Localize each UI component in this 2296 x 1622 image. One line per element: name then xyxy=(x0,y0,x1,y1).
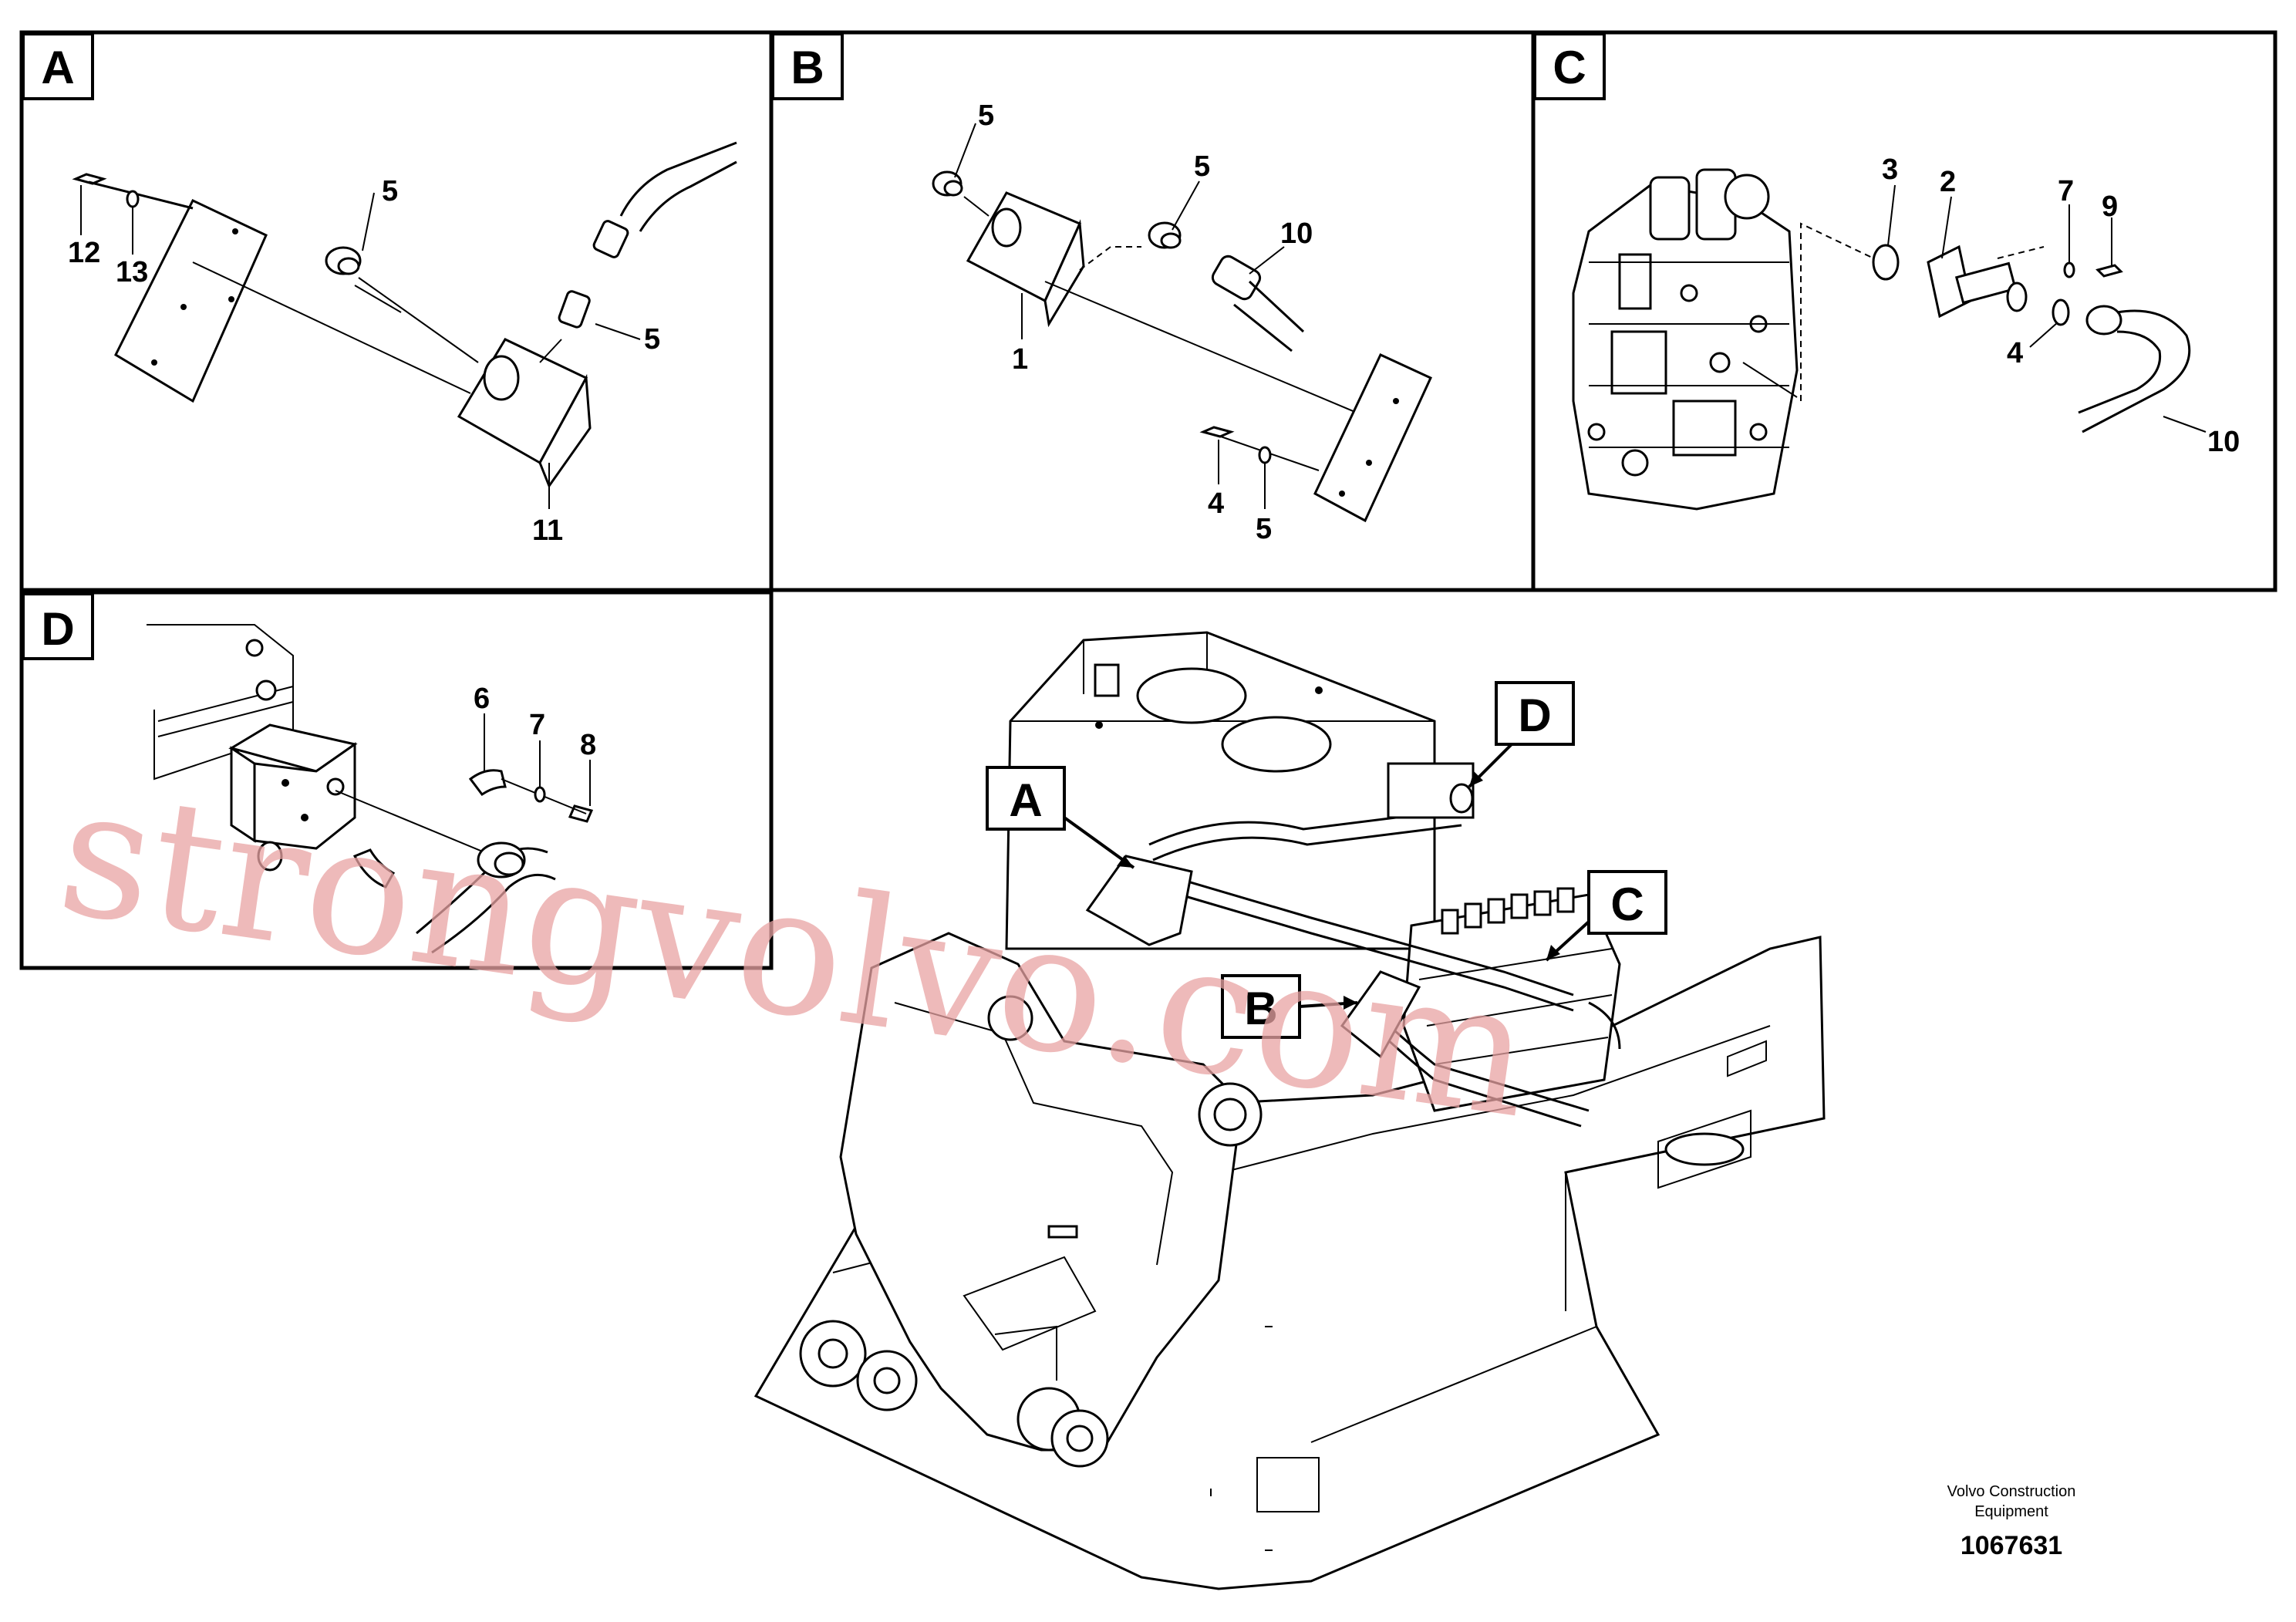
callout-a-12: 12 xyxy=(68,237,100,269)
callout-b-5-top: 5 xyxy=(978,99,994,132)
panel-a-tab: A xyxy=(22,32,94,100)
overview-drawing: A B C D xyxy=(754,631,1826,1590)
panel-c-label: C xyxy=(1553,42,1586,93)
footer-company-line2: Equipment xyxy=(1974,1503,2048,1520)
panel-c-drawing: 3 2 7 9 4 10 xyxy=(1572,153,2240,511)
panel-b-label: B xyxy=(791,42,824,93)
mounting-plate xyxy=(114,199,268,403)
callout-b-10: 10 xyxy=(1280,218,1313,250)
footer-company-line1: Volvo Construction xyxy=(1947,1483,2076,1500)
overview-tag-d: D xyxy=(1468,681,1575,788)
panel-b-drawing: 5 5 10 1 4 5 xyxy=(932,99,1432,545)
flange-fitting xyxy=(1927,244,2028,319)
main-control-valve xyxy=(1402,887,1621,1112)
callout-d-6: 6 xyxy=(474,683,490,715)
panel-c-tab: C xyxy=(1533,32,1606,100)
overview-tag-b: B xyxy=(1221,974,1358,1039)
clamp-half-upper xyxy=(468,769,507,797)
footer: Volvo Construction Equipment 1067631 xyxy=(1947,1483,2076,1560)
panel-b-tab: B xyxy=(771,32,844,100)
panel-c-frame xyxy=(1531,30,2277,592)
clamp-half-lower xyxy=(352,848,396,889)
callout-c-2: 2 xyxy=(1940,166,1956,198)
callout-c-9: 9 xyxy=(2102,191,2118,223)
callout-b-5-bottom: 5 xyxy=(1256,513,1272,545)
callout-a-5-right: 5 xyxy=(644,323,660,356)
callout-a-13: 13 xyxy=(116,256,148,288)
drawing-number: 1067631 xyxy=(1961,1531,2062,1560)
panel-d-label: D xyxy=(41,603,74,655)
callout-c-10: 10 xyxy=(2207,426,2240,458)
callout-c-7: 7 xyxy=(2058,175,2074,207)
callout-c-4: 4 xyxy=(2007,337,2023,369)
hydraulic-tank xyxy=(1005,631,1436,950)
panel-a-label: A xyxy=(41,42,74,93)
panel-a-drawing: 5 12 13 5 11 xyxy=(68,141,737,547)
panel-d-frame xyxy=(19,590,774,970)
overview-tag-a: A xyxy=(986,766,1135,869)
control-valve-assembly xyxy=(1572,168,1799,511)
overview-component-b xyxy=(1340,970,1421,1059)
panel-a-frame xyxy=(19,30,774,592)
panel-d-drawing: 6 7 8 xyxy=(147,624,596,954)
callout-b-5-middle: 5 xyxy=(1194,150,1210,183)
overview-tag-c: C xyxy=(1545,870,1667,962)
panel-d-tab: D xyxy=(22,592,94,660)
callout-a-5-left: 5 xyxy=(382,175,398,207)
overview-label-b: B xyxy=(1244,983,1277,1034)
callout-d-8: 8 xyxy=(580,729,596,761)
callout-b-4: 4 xyxy=(1208,487,1224,520)
panel-b-frame xyxy=(769,30,1536,592)
callout-c-3: 3 xyxy=(1882,153,1898,186)
overview-label-d: D xyxy=(1518,690,1551,741)
callout-b-1: 1 xyxy=(1012,343,1028,376)
mounting-plate-b xyxy=(1313,353,1432,523)
overview-label-c: C xyxy=(1610,878,1644,930)
callout-a-11: 11 xyxy=(532,514,563,547)
callout-d-7: 7 xyxy=(529,709,545,741)
valve-block-d xyxy=(228,723,358,850)
overview-label-a: A xyxy=(1009,774,1042,826)
boom-bracket xyxy=(799,932,1263,1468)
